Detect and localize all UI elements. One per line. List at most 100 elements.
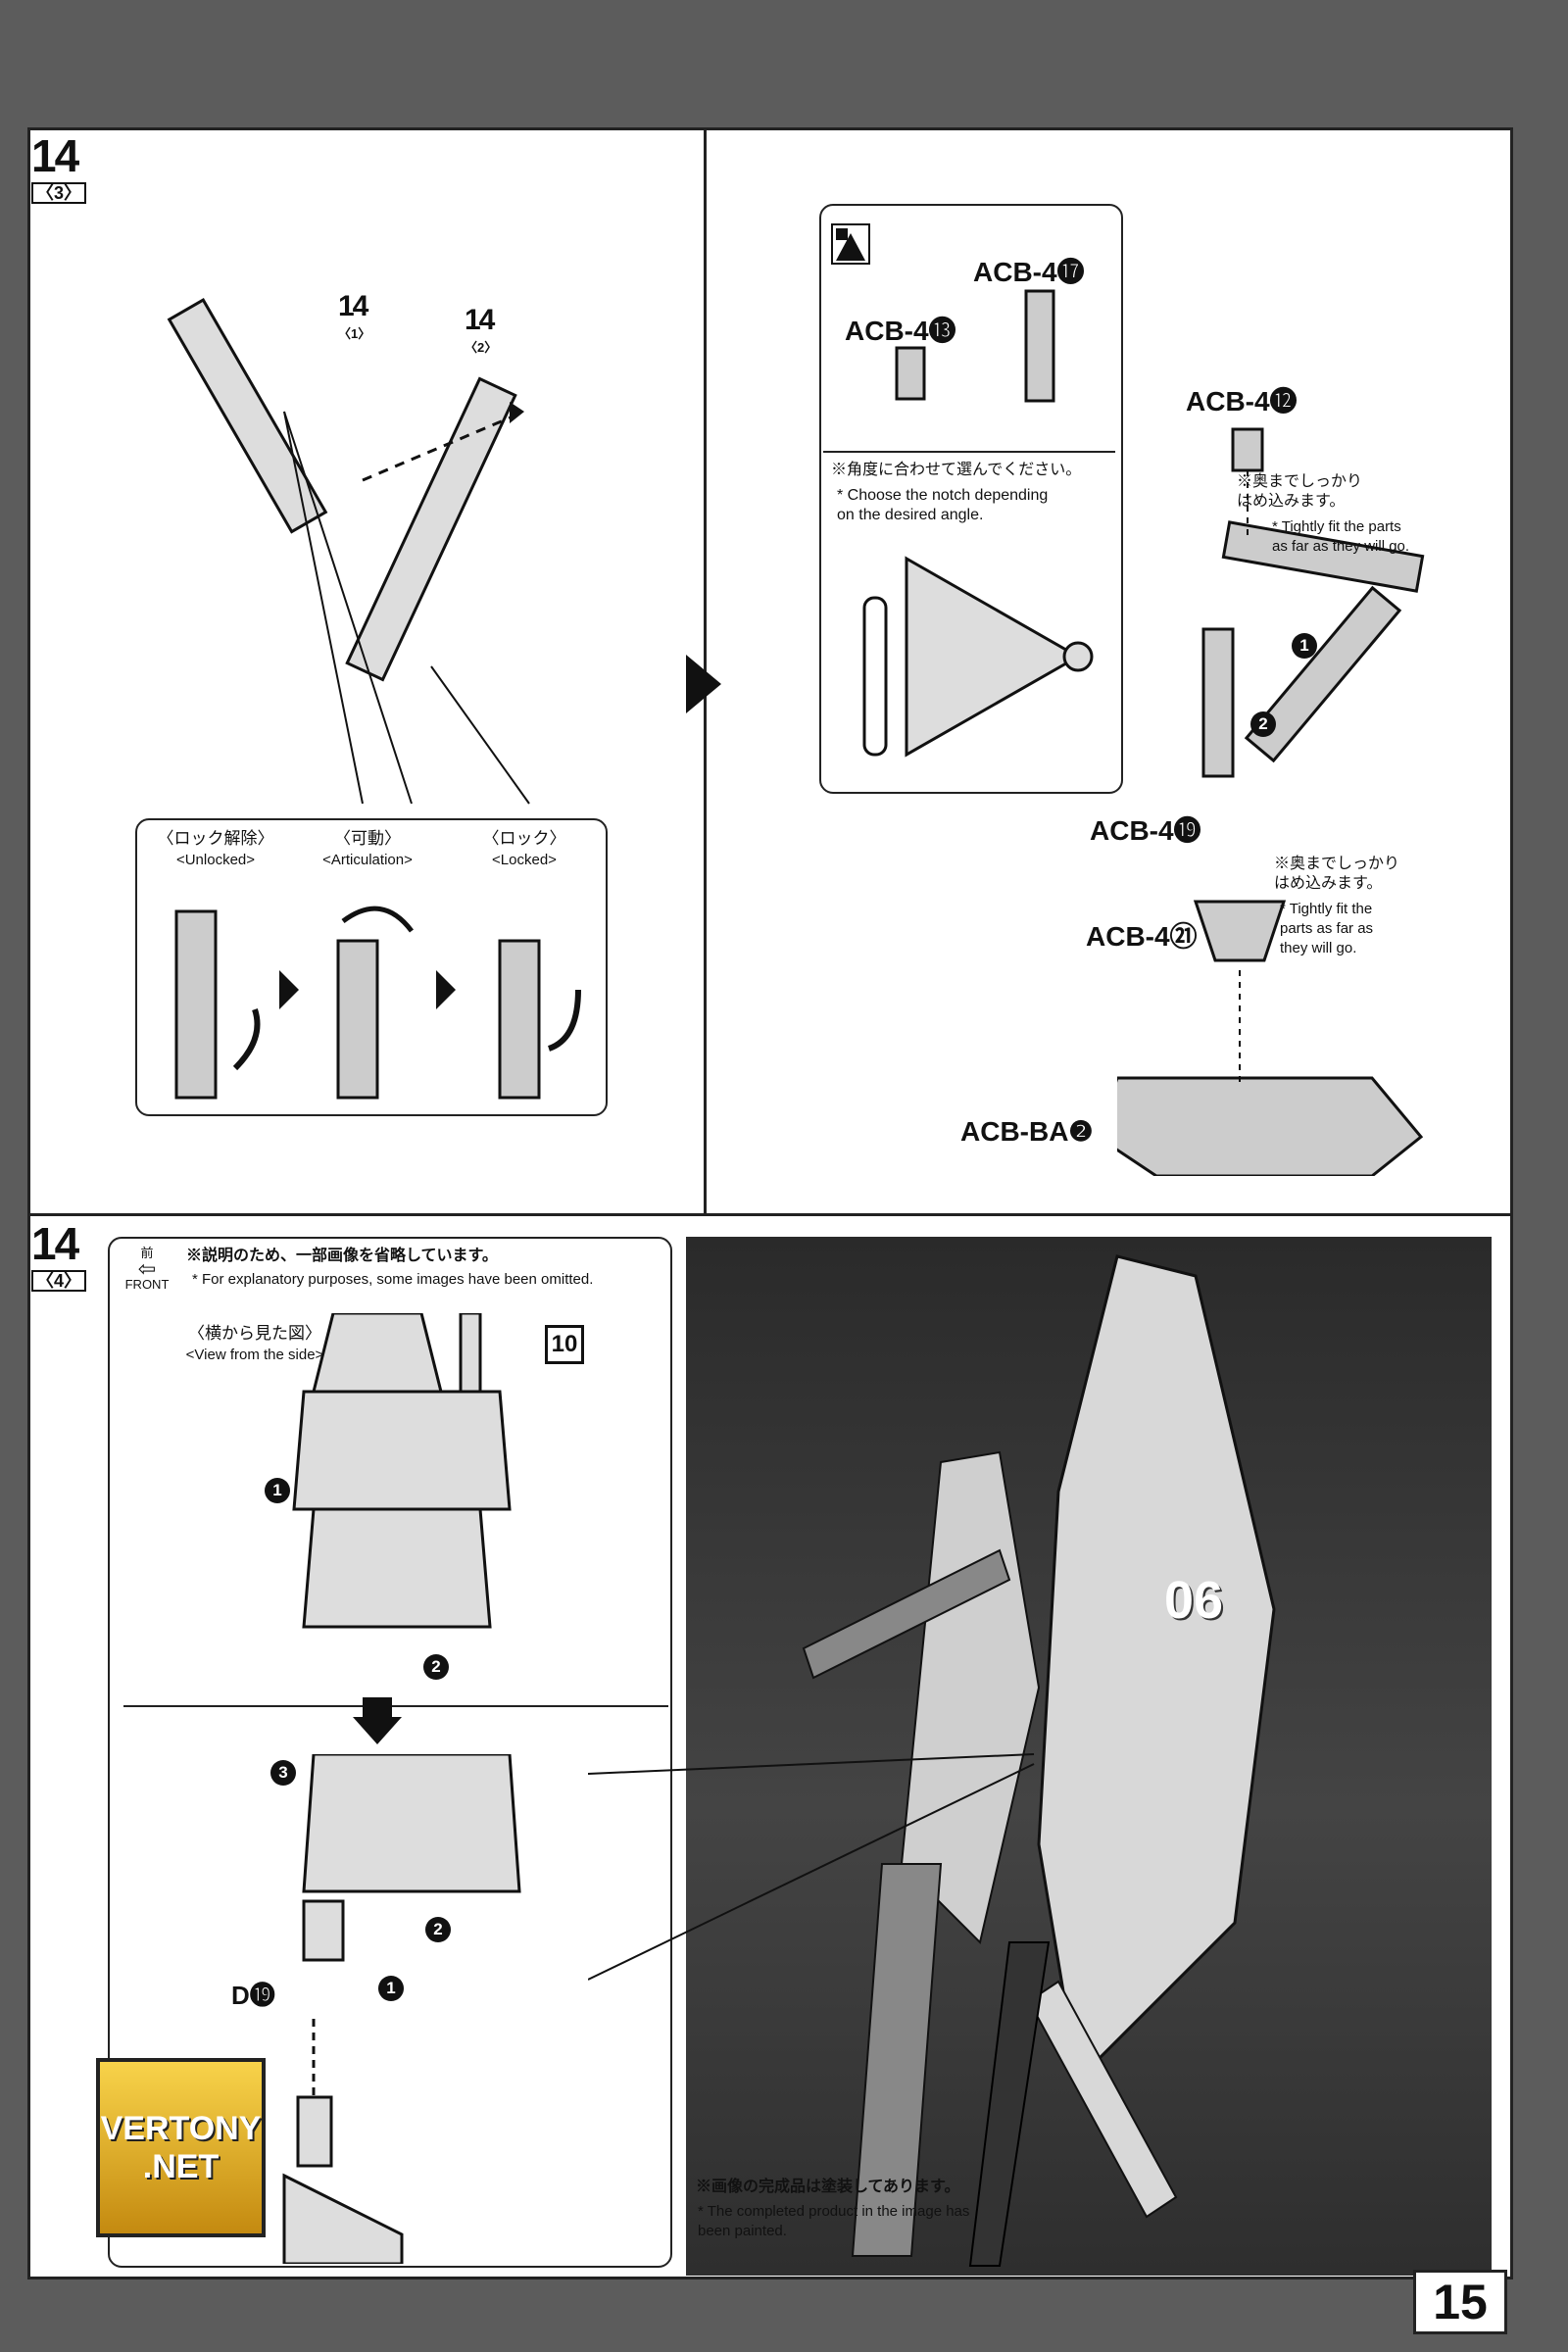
locked-label-jp: 〈ロック〉: [482, 829, 566, 848]
omitted-note-jp: ※説明のため、一部画像を省略しています。: [186, 1248, 498, 1264]
substep-3-badge: 〈3〉: [31, 182, 87, 204]
hip-step-2-number: 2: [425, 1917, 451, 1942]
part-acb4-12-label: ACB-4⓬: [1186, 386, 1298, 416]
hip-step-3: 3: [270, 1760, 296, 1786]
arm-part-upper: [167, 298, 328, 534]
upper-arm-shape: [1221, 520, 1425, 593]
front-label-jp: 前: [140, 1246, 154, 1260]
torso-side-view-illustration: [292, 1313, 512, 1629]
hip-step-3-number: 3: [270, 1760, 296, 1786]
articulation-label-en: <Articulation>: [322, 852, 413, 868]
base-acb-ba2-label: ACB-BA❷: [960, 1116, 1094, 1147]
unlock-motion-arrow: [232, 1008, 261, 1071]
lock-motion-arrow: [547, 989, 581, 1052]
stand-assembly-diagram: [1117, 427, 1425, 1176]
join-arrow-line: [362, 410, 525, 482]
articulation-label-jp: 〈可動〉: [334, 829, 401, 848]
assembly-step-1-number: 1: [1292, 633, 1317, 659]
d19-part-shape: [302, 1899, 345, 1962]
painted-note-jp: ※画像の完成品は塗装してあります。: [696, 2179, 960, 2195]
part-acb4-21-label: ACB-4㉑: [1086, 921, 1198, 952]
part-acb4-13-label: ACB-4⓭: [845, 316, 956, 346]
part-21-shape: [1193, 900, 1287, 962]
part-acb4-17-label: ACB-4⓱: [973, 257, 1085, 287]
part-d19-label: D⓳: [231, 1981, 275, 2010]
down-arrow-icon: [353, 1697, 402, 1744]
fit-note-1-en: * Tightly fit the parts as far as they w…: [1272, 518, 1410, 555]
lower-arm-shape: [1244, 585, 1402, 763]
hip-step-2: 2: [425, 1917, 451, 1942]
step-ref-14-2: 14: [465, 304, 495, 336]
joint-articulation: [336, 939, 379, 1100]
arm-part-lower: [345, 376, 517, 682]
callout-line: [283, 411, 364, 805]
side-view-label: 〈横から見た図〉 <View from the side>: [157, 1323, 353, 1366]
front-label-en: FRONT: [124, 1277, 170, 1292]
logo-line-2: .NET: [142, 2147, 220, 2185]
articulation-label: 〈可動〉 <Articulation>: [294, 828, 441, 871]
join-arrowhead: [510, 402, 524, 423]
part-19-shape: [1201, 627, 1235, 778]
side-step-1-number: 1: [265, 1478, 290, 1503]
assembly-step-2-number: 2: [1250, 711, 1276, 737]
painted-note-en: * The completed product in the image has…: [698, 2203, 970, 2239]
stand-tip-shape: [296, 2095, 333, 2168]
logo-line-1: VERTONY: [100, 2109, 262, 2147]
front-indicator: 前 ⇦ FRONT: [118, 1243, 176, 1292]
assembly-step-1: 1: [1292, 633, 1317, 659]
notch-choice-icon: [831, 223, 870, 265]
locked-label: 〈ロック〉 <Locked>: [451, 828, 598, 871]
part-12-shape: [1231, 427, 1264, 472]
state-arrow-2: [436, 970, 456, 1009]
head-shape: [312, 1313, 443, 1394]
side-step-1: 1: [265, 1478, 290, 1503]
rotate-motion-arrow: [341, 906, 414, 933]
step-ref-sub1: 〈1〉: [338, 326, 371, 341]
next-step-arrow: [686, 655, 721, 713]
unlocked-label-jp: 〈ロック解除〉: [157, 829, 274, 848]
reference-step-10: 10: [545, 1325, 584, 1364]
part-13-shape: [895, 346, 926, 401]
vertony-logo: VERTONY .NET: [96, 2058, 266, 2237]
horizontal-divider: [27, 1213, 1513, 1216]
fit-note-2-jp: ※奥までしっかり はめ込みます。: [1274, 856, 1400, 892]
rifle-shape: [802, 1548, 1011, 1680]
base-shape: [1117, 1076, 1424, 1176]
notch-note-en: * Choose the notch depending on the desi…: [837, 487, 1049, 523]
side-view-divider: [123, 1705, 668, 1707]
leg-shape: [851, 1863, 943, 2257]
joint-unlocked: [174, 909, 218, 1100]
callout-line: [283, 411, 413, 805]
omitted-note-en: * For explanatory purposes, some images …: [192, 1271, 594, 1288]
callout-line: [430, 665, 530, 805]
hip-step-1-number: 1: [378, 1976, 404, 2001]
side-view-label-jp: 〈横から見た図〉: [188, 1324, 321, 1343]
substep-4-badge: 〈4〉: [31, 1270, 87, 1292]
stand-tip-illustration: [282, 2019, 404, 2264]
waist-shape: [302, 1507, 492, 1629]
page-number: 15: [1413, 2270, 1507, 2334]
unit-number-marking: 06: [1164, 1571, 1224, 1630]
front-arrow-icon: ⇦: [137, 1256, 157, 1281]
shield-shape: [1037, 1254, 1276, 2083]
locked-label-en: <Locked>: [492, 852, 557, 868]
fit-note-1-jp: ※奥までしっかり はめ込みます。: [1237, 473, 1363, 510]
arm-assembly-diagram: [167, 298, 530, 805]
hip-attach-illustration: [302, 1754, 521, 1962]
part-acb4-19-label: ACB-4⓳: [1090, 815, 1201, 846]
parts-box-divider: [823, 451, 1115, 453]
part-17-shape: [1024, 289, 1055, 403]
notch-parts-illustration: [895, 289, 1055, 403]
stand-arm-shape: [282, 2173, 404, 2264]
model-silhouette-illustration: [802, 1254, 1276, 2267]
side-step-2: 2: [423, 1654, 449, 1680]
hip-shape: [302, 1754, 521, 1893]
photo-callout-lines: [588, 1753, 1035, 1981]
torso-shape: [292, 1390, 512, 1511]
step-number-bottom: 14: [31, 1218, 79, 1269]
notch-note-jp: ※角度に合わせて選んでください。: [831, 462, 1082, 478]
state-arrow-1: [279, 970, 299, 1009]
step-ref-sub2: 〈2〉: [465, 340, 498, 355]
side-step-2-number: 2: [423, 1654, 449, 1680]
unlocked-label: 〈ロック解除〉 <Unlocked>: [142, 828, 289, 871]
